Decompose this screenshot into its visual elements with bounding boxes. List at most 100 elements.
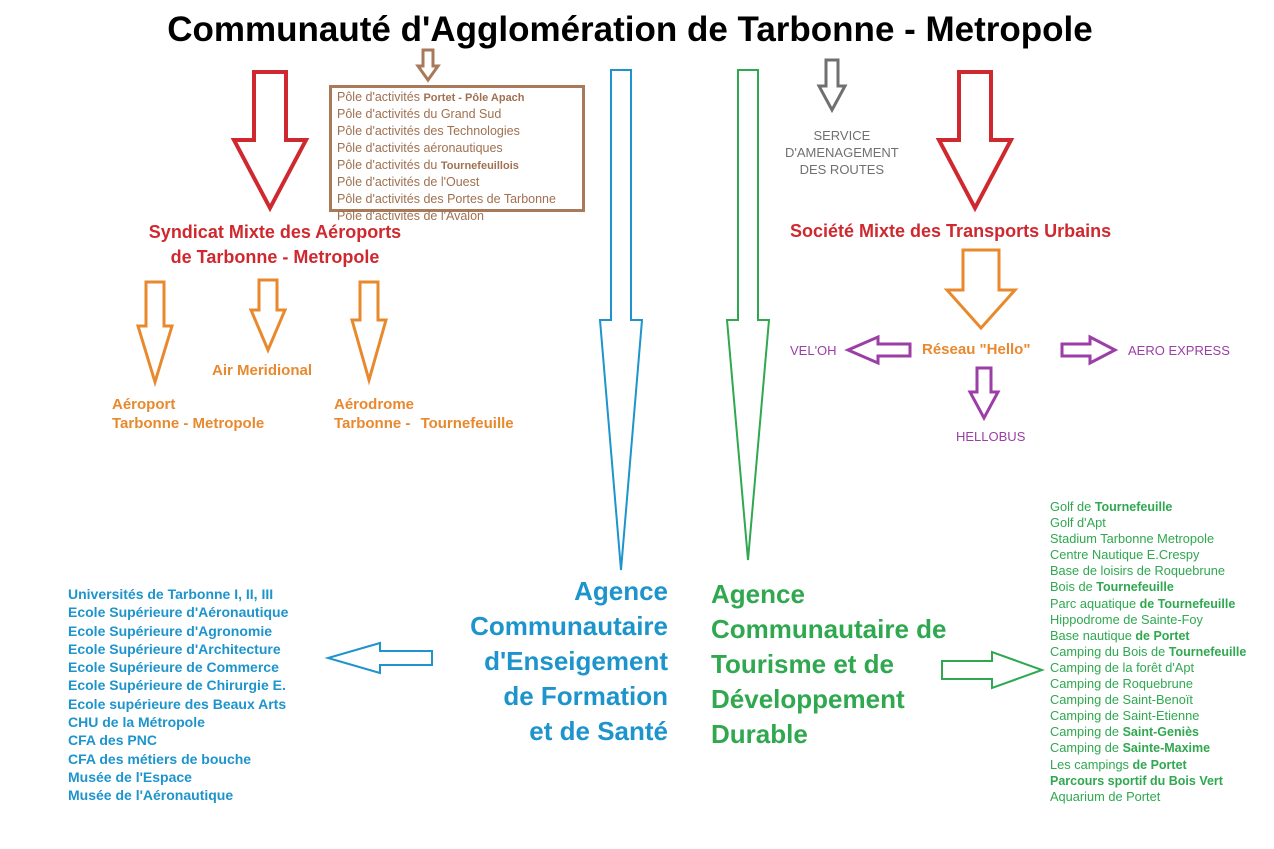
- pole-item: Pôle d'activités de l'Avalon: [337, 208, 582, 225]
- tourism-item: Hippodrome de Sainte-Foy: [1050, 612, 1246, 628]
- tourism-item: Camping de Saint-Etienne: [1050, 708, 1246, 724]
- agence-enseignement: Agence Communautaire d'Enseigement de Fo…: [440, 574, 668, 749]
- arrow-right-icon: [941, 650, 1045, 690]
- air-meridional: Air Meridional: [212, 362, 313, 379]
- arrow-down-icon: [350, 280, 388, 386]
- label-bold: de Portet: [1135, 628, 1190, 643]
- label: d'Enseigement: [484, 646, 668, 676]
- pole-item: Pôle d'activités de l'Ouest: [337, 174, 582, 191]
- label: Pôle d'activités de l'Avalon: [337, 209, 484, 223]
- label: Centre Nautique E.Crespy: [1050, 547, 1200, 563]
- label: Agence: [711, 579, 805, 609]
- label: Durable: [711, 719, 808, 749]
- pole-item: Pôle d'activités des Portes de Tarbonne: [337, 191, 582, 208]
- label: Pôle d'activités aéronautiques: [337, 141, 503, 155]
- label-bold: Portet - Pôle Apach: [423, 92, 525, 104]
- label-bold: de Tournefeuille: [1139, 596, 1236, 611]
- pole-item: Pôle d'activités des Technologies: [337, 123, 582, 140]
- label: de Formation: [503, 681, 668, 711]
- label: Parc aquatique: [1050, 595, 1140, 611]
- label-bold: Sainte-Maxime: [1122, 741, 1211, 756]
- societe-transports: Société Mixte des Transports Urbains: [790, 221, 1112, 241]
- label: Bois de: [1050, 579, 1097, 595]
- label: Les campings: [1050, 756, 1133, 772]
- label: Tourisme et de: [711, 649, 895, 679]
- tourism-item: Camping du Bois de Tournefeuille: [1050, 644, 1246, 660]
- arrow-down-icon: [248, 278, 288, 354]
- label: Pôle d'activités de l'Ouest: [337, 175, 480, 189]
- label: D'AMENAGEMENT: [785, 145, 899, 160]
- tourism-item: Base nautique de Portet: [1050, 628, 1246, 644]
- education-item: CHU de la Métropole: [68, 714, 205, 731]
- arrow-down-icon: [943, 248, 1019, 331]
- label: et de Santé: [529, 716, 668, 746]
- label: Syndicat Mixte des Aéroports: [148, 222, 402, 242]
- education-item: Ecole Supérieure d'Architecture: [68, 640, 281, 657]
- label: Base nautique: [1050, 627, 1136, 643]
- education-item: Universités de Tarbonne I, II, III: [68, 586, 274, 602]
- hellobus: HELLOBUS: [956, 429, 1026, 444]
- label: Pôle d'activités du Grand Sud: [337, 107, 502, 121]
- arrow-down-icon: [725, 69, 771, 561]
- syndicat-aeroports: Syndicat Mixte des Aéroports de Tarbonne…: [120, 220, 430, 270]
- arrow-down-icon: [935, 70, 1015, 213]
- label: Tarbonne - Metropole: [112, 415, 265, 432]
- label: Pôle d'activités des Technologies: [337, 124, 520, 138]
- education-item: Musée de l'Espace: [68, 768, 192, 785]
- label: Pôle d'activités du: [337, 158, 441, 172]
- education-item: Musée de l'Aéronautique: [68, 787, 234, 804]
- label-bold: Saint-Geniès: [1122, 725, 1199, 740]
- tourism-item: Golf de Tournefeuille: [1050, 499, 1246, 515]
- education-list: Universités de Tarbonne I, II, III Ecole …: [68, 585, 288, 805]
- label: Tournefeuille: [420, 415, 514, 432]
- label: Stadium Tarbonne Metropole: [1050, 531, 1215, 547]
- label: de Tarbonne - Metropole: [170, 247, 380, 267]
- service-routes: SERVICE D'AMENAGEMENT DES ROUTES: [785, 127, 899, 178]
- arrow-down-icon: [230, 70, 310, 213]
- education-item: CFA des métiers de bouche: [68, 750, 252, 767]
- tourism-item: Camping de Saint-Geniès: [1050, 724, 1246, 740]
- label: Aérodrome: [334, 396, 415, 413]
- tourism-item: Centre Nautique E.Crespy: [1050, 547, 1246, 563]
- label: Camping de Saint-Benoït: [1050, 692, 1193, 708]
- pole-item: Pôle d'activités du Tournefeuillois: [337, 157, 582, 174]
- label-bold: Tournefeuille: [1094, 500, 1173, 514]
- aero-express: AERO EXPRESS: [1128, 343, 1230, 358]
- label: Golf d'Apt: [1050, 515, 1106, 531]
- tourism-item: Camping de Roquebrune: [1050, 676, 1246, 692]
- label: Pôle d'activités des Portes de Tarbonne: [337, 192, 556, 206]
- tourism-item: Camping de Sainte-Maxime: [1050, 740, 1246, 756]
- diagram-title: Communauté d'Agglomération de Tarbonne -…: [167, 10, 1093, 49]
- pole-item: Pôle d'activités du Grand Sud: [337, 106, 582, 123]
- label: Aéroport: [112, 396, 176, 413]
- education-item: Ecole Supérieure de Commerce: [68, 659, 279, 676]
- tourism-item: Aquarium de Portet: [1050, 789, 1246, 805]
- pole-item: Pôle d'activités Portet - Pôle Apach: [337, 89, 582, 106]
- arrow-down-icon: [135, 280, 175, 388]
- label: Communautaire de: [711, 614, 947, 644]
- arrow-left-icon: [844, 334, 912, 366]
- arrow-down-icon: [415, 48, 441, 83]
- tourism-item: Parc aquatique de Tournefeuille: [1050, 596, 1246, 612]
- label-bold: Tournefeuille: [1096, 580, 1174, 595]
- arrow-down-icon: [598, 69, 644, 571]
- label: Agence: [574, 576, 668, 606]
- label: Camping de: [1050, 724, 1123, 740]
- label: DES ROUTES: [799, 162, 885, 177]
- reseau-hello: Réseau "Hello": [922, 341, 1031, 358]
- aerodrome: Aérodrome Tarbonne - Tournefeuille: [334, 395, 514, 433]
- aeroport: Aéroport Tarbonne - Metropole: [112, 395, 264, 433]
- arrow-right-icon: [1060, 334, 1119, 366]
- label-bold: Tournefeuillois: [440, 160, 519, 172]
- tourism-item: Parcours sportif du Bois Vert: [1050, 773, 1246, 789]
- label: Camping de Saint-Etienne: [1050, 708, 1200, 724]
- tourism-item: Golf d'Apt: [1050, 515, 1246, 531]
- education-item: Ecole Supérieure de Chirurgie E.: [68, 677, 286, 694]
- label: Tarbonne -: [334, 415, 415, 432]
- education-item: Ecole Supérieure d'Agronomie: [68, 622, 273, 639]
- label: Golf de: [1050, 499, 1095, 514]
- label: Camping de: [1050, 740, 1123, 756]
